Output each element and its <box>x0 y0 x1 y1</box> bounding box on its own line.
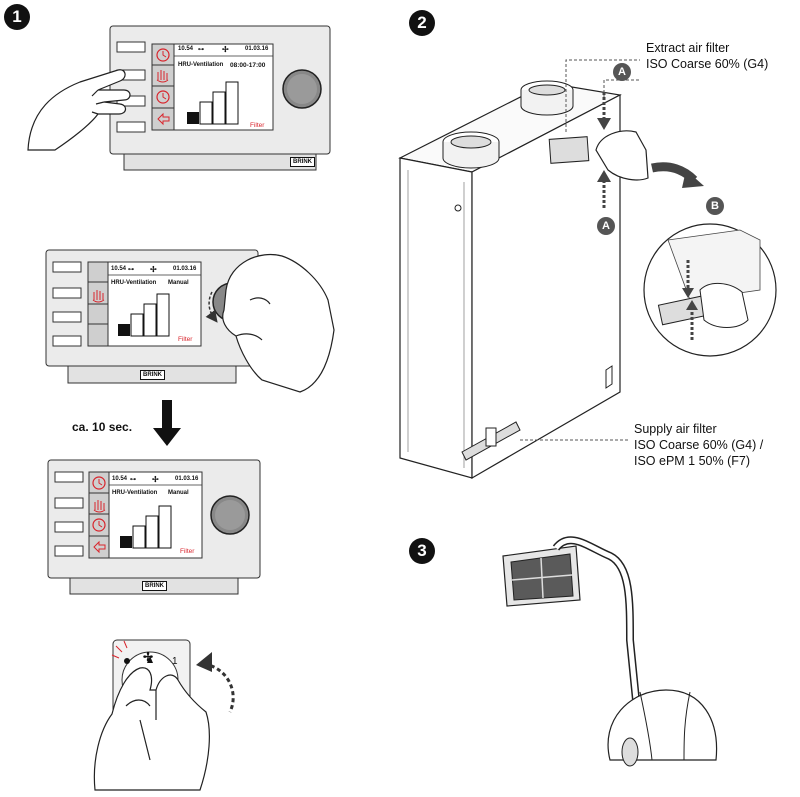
panel3-mode: Manual <box>168 490 189 496</box>
hand-pressing-button <box>27 69 131 151</box>
filter-cassette <box>502 545 581 607</box>
ventilation-unit <box>398 80 622 480</box>
panel1-filter-label: Filter <box>250 122 265 129</box>
panel3-key-icon: ⊶ <box>130 477 136 483</box>
panel2-time: 10.54 <box>111 266 127 272</box>
panel1-time: 10.54 <box>178 46 194 52</box>
panel2-filter-label: Filter <box>178 336 193 343</box>
step-number-1: 1 <box>4 4 30 30</box>
supply-filter-class-g4: ISO Coarse 60% (G4) / <box>634 438 764 452</box>
wait-arrow <box>153 400 181 446</box>
panel2-date: 01.03.16 <box>173 266 197 272</box>
extract-filter-title: Extract air filter <box>646 41 730 55</box>
panel1-brand-logo: BRINK <box>290 157 315 167</box>
panel3-fan-icon: ✢ <box>152 475 159 484</box>
control-panel-1 <box>109 25 331 171</box>
panel1-key-icon: ⊶ <box>198 47 204 53</box>
panel3-title: HRU-Ventilation <box>112 490 158 496</box>
wait-label: ca. 10 sec. <box>72 420 133 434</box>
hand-turning-knob <box>222 253 335 393</box>
panel1-title: HRU-Ventilation <box>178 62 224 68</box>
panel3-filter-label: Filter <box>180 548 195 555</box>
panel3-date: 01.03.16 <box>175 476 199 482</box>
extract-filter-leader <box>565 59 640 132</box>
extract-filter-class: ISO Coarse 60% (G4) <box>646 57 769 71</box>
step-number-2: 2 <box>409 10 435 36</box>
control-panel-3 <box>47 459 261 595</box>
panel3-brand-logo: BRINK <box>142 581 167 591</box>
marker-a-bottom: A <box>597 217 615 235</box>
marker-b: B <box>706 197 724 215</box>
panel2-fan-icon: ✢ <box>150 265 157 274</box>
supply-filter-callout: Supply air filter ISO Coarse 60% (G4) / … <box>634 421 763 469</box>
extract-filter-callout: Extract air filter ISO Coarse 60% (G4) <box>646 40 768 72</box>
panel2-mode: Manual <box>168 280 189 286</box>
hand-pulling-filter <box>595 130 649 181</box>
marker-a-top: A <box>613 63 631 81</box>
supply-filter-class-f7: ISO ePM 1 50% (F7) <box>634 454 751 468</box>
panel1-date: 01.03.16 <box>245 46 269 52</box>
panel2-brand-logo: BRINK <box>140 370 165 380</box>
switch-position-1: 1 <box>172 656 178 667</box>
step-number-3: 3 <box>409 538 435 564</box>
vacuum-cleaner <box>552 536 718 767</box>
pull-arrow <box>651 162 704 188</box>
control-panel-2 <box>45 249 259 384</box>
switch-fan-icon: ✢ <box>143 650 154 664</box>
panel1-fan-icon: ✢ <box>222 45 229 54</box>
detail-magnifier <box>643 223 777 357</box>
panel2-key-icon: ⊶ <box>128 267 134 273</box>
panel2-title: HRU-Ventilation <box>111 280 157 286</box>
panel1-schedule: 08:00-17:00 <box>230 62 266 69</box>
supply-filter-title: Supply air filter <box>634 422 717 436</box>
hand-turning-switch <box>93 667 210 791</box>
panel3-time: 10.54 <box>112 476 128 482</box>
